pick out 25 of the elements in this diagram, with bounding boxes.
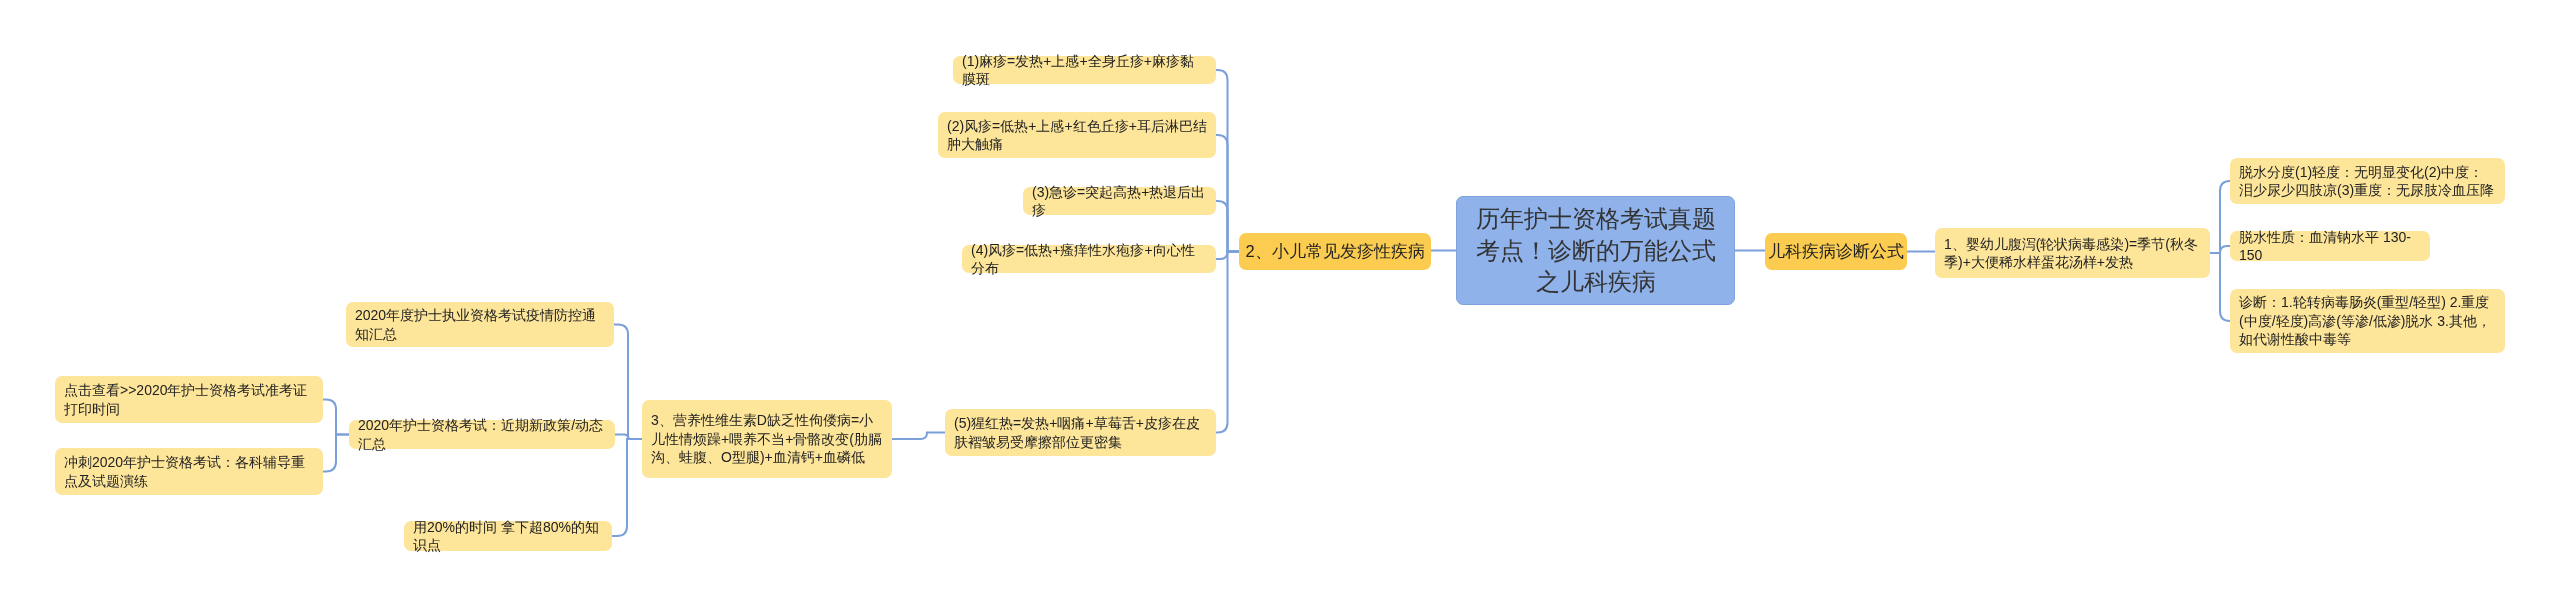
connector-line <box>1906 250 1936 253</box>
subtopic-box: 诊断：1.轮转病毒肠炎(重型/轻型) 2.重度(中度/轻度)高渗(等渗/低渗)脱水 3.其他，如代谢性酸中毒等 <box>2230 289 2505 353</box>
subtopic-box: (4)风疹=低热+瘙痒性水疱疹+向心性分布 <box>962 245 1216 273</box>
subtopic-box: (2)风疹=低热+上感+红色丘疹+耳后淋巴结肿大触痛 <box>938 112 1216 158</box>
subtopic-box: (3)急诊=突起高热+热退后出疹 <box>1023 187 1216 215</box>
connector-line <box>1430 249 1457 252</box>
branch-topic-box: 儿科疾病诊断公式 <box>1765 233 1907 270</box>
subtopic-box: (5)猩红热=发热+咽痛+草莓舌+皮疹在皮肤褶皱易受摩擦部位更密集 <box>945 409 1216 456</box>
subtopic-box: 脱水分度(1)轻度：无明显变化(2)中度：泪少尿少四肢凉(3)重度：无尿肢冷血压降 <box>2230 158 2505 204</box>
subtopic-box: 2020年度护士执业资格考试疫情防控通知汇总 <box>346 302 614 347</box>
branch-topic-box: 2、小儿常见发疹性疾病 <box>1239 233 1431 270</box>
subtopic-box: 2020年护士资格考试：近期新政策/动态汇总 <box>349 420 615 449</box>
central-topic-box: 历年护士资格考试真题考点！诊断的万能公式之儿科疾病 <box>1456 196 1735 305</box>
subtopic-box: 冲刺2020年护士资格考试：各科辅导重点及试题演练 <box>55 448 323 495</box>
connector-line <box>891 431 946 440</box>
subtopic-box: 1、婴幼儿腹泻(轮状病毒感染)=季节(秋冬季)+大便稀水样蛋花汤样+发热 <box>1935 228 2210 278</box>
subtopic-box: 用20%的时间 拿下超80%的知识点 <box>404 521 612 551</box>
connector-line <box>322 433 350 473</box>
connector-line <box>1734 249 1766 252</box>
subtopic-box: (1)麻疹=发热+上感+全身丘疹+麻疹黏膜斑 <box>953 56 1216 84</box>
subtopic-box: 点击查看>>2020年护士资格考试准考证打印时间 <box>55 376 323 423</box>
connector-line <box>2209 252 2231 322</box>
subtopic-box: 脱水性质：血清钠水平 130-150 <box>2230 231 2430 261</box>
subtopic-box: 3、营养性维生素D缺乏性佝偻病=小儿性情烦躁+喂养不当+骨骼改变(肋膈沟、蛙腹、O型腿)+血清钙+血磷低 <box>642 400 892 478</box>
connector-line <box>1215 250 1240 434</box>
